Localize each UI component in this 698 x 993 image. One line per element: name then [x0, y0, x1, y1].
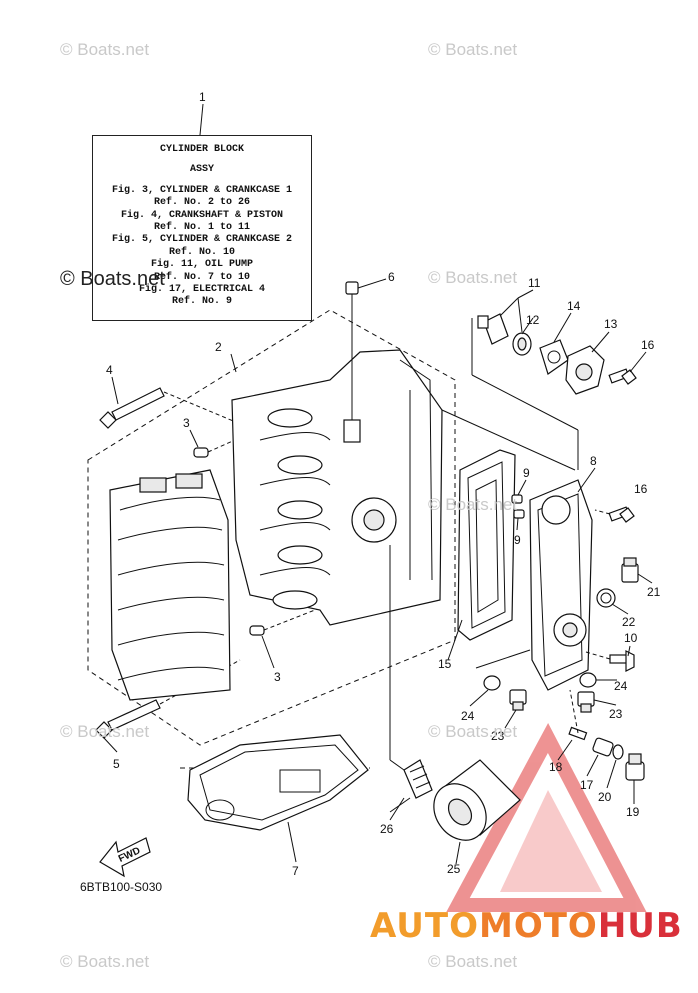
- watermark: © Boats.net: [60, 40, 150, 59]
- part-label: 7: [292, 864, 299, 878]
- bolt-part-16-upper: [608, 368, 637, 385]
- watermark: © Boats.net: [428, 722, 518, 741]
- part-label: 24: [614, 679, 628, 693]
- plug-part-23-right: [577, 691, 595, 713]
- part-label: 13: [604, 317, 618, 331]
- washer-part-24-left: [483, 675, 501, 691]
- part-label: 23: [491, 729, 505, 743]
- relief-valve-part-10: [609, 650, 635, 672]
- legend-line: Ref. No. 1 to 11: [153, 222, 250, 234]
- legend-line: Fig. 11, OIL PUMP: [150, 259, 254, 271]
- part-label: 22: [622, 615, 636, 629]
- gasket-part-15: [457, 449, 516, 641]
- brand-logo-triangle: [446, 723, 647, 912]
- part-label: 1: [199, 90, 206, 104]
- legend-line: Ref. No. 7 to 10: [153, 271, 250, 283]
- part-label: 10: [624, 631, 638, 645]
- dowel-pin-3-lower: [249, 625, 265, 636]
- part-label: 2: [215, 340, 222, 354]
- brand-part-2: MOTO: [478, 906, 598, 946]
- union-part-26: [403, 759, 433, 799]
- part-label: 3: [274, 670, 281, 684]
- dowel-pin-3-upper: [193, 447, 209, 458]
- cover-part-8: [529, 479, 593, 691]
- brand-part-3: HUB: [597, 906, 683, 946]
- part-label: 16: [634, 482, 648, 496]
- legend-line: ASSY: [189, 164, 214, 176]
- pin-part-17: [592, 737, 614, 757]
- legend-line: Fig. 4, CRANKSHAFT & PISTON: [120, 209, 284, 221]
- plug-part-21: [621, 557, 639, 583]
- legend-line: Ref. No. 10: [168, 246, 235, 258]
- dowel-pin-9-lower: [513, 509, 525, 519]
- watermark: © Boats.net: [428, 495, 518, 514]
- part-label: 8: [590, 454, 597, 468]
- brand-part-1: AUTO: [370, 906, 479, 946]
- brand-wordmark: AUTOMOTOHUB: [370, 906, 683, 946]
- part-label: 6: [388, 270, 395, 284]
- part-label: 3: [183, 416, 190, 430]
- watermark: © Boats.net: [428, 40, 518, 59]
- part-label: 18: [549, 760, 563, 774]
- part-label: 14: [567, 299, 581, 313]
- watermark: © Boats.net: [428, 268, 518, 287]
- watermark: © Boats.net: [60, 952, 150, 971]
- o-ring-part-22: [596, 588, 616, 608]
- fwd-arrow-icon: FWD: [99, 837, 151, 878]
- part-label: 24: [461, 709, 475, 723]
- oil-filter-part-25: [433, 759, 521, 841]
- plug-part-19: [625, 753, 645, 781]
- plug-part-6: [345, 281, 359, 420]
- part-label: 5: [113, 757, 120, 771]
- drawing-code: 6BTB100-S030: [80, 880, 163, 894]
- bolt-part-18: [568, 726, 588, 741]
- legend-line: Fig. 5, CYLINDER & CRANKCASE 2: [111, 234, 293, 246]
- part-label: 17: [580, 778, 594, 792]
- part-label: 9: [523, 466, 530, 480]
- part-label: 21: [647, 585, 661, 599]
- part-label: 12: [526, 313, 540, 327]
- washer-part-24-right: [579, 672, 597, 688]
- legend-line: CYLINDER BLOCK: [159, 144, 244, 155]
- dowel-pin-9-upper: [511, 494, 523, 504]
- legend-line: Fig. 3, CYLINDER & CRANKCASE 1: [111, 184, 293, 196]
- o-ring-part-20: [612, 744, 624, 760]
- part-label: 4: [106, 363, 113, 377]
- watermark: © Boats.net: [60, 722, 150, 741]
- watermark: © Boats.net: [428, 952, 518, 971]
- watermark: © Boats.net: [60, 268, 165, 290]
- part-label: 19: [626, 805, 640, 819]
- part-number-labels: 1 2 3 3 4 5 6 7 8 9 9 10 11 12 13 14 15 …: [106, 90, 661, 878]
- part-label: 11: [528, 276, 541, 290]
- plug-part-23-left: [509, 689, 527, 711]
- part-label: 15: [438, 657, 452, 671]
- sender-part-11: [477, 313, 509, 345]
- legend-line: Ref. No. 2 to 26: [153, 197, 250, 209]
- part-label: 16: [641, 338, 655, 352]
- bolt-part-4: [99, 387, 165, 429]
- legend-box: CYLINDER BLOCK ASSY Fig. 3, CYLINDER & C…: [92, 135, 312, 321]
- part-label: 20: [598, 790, 612, 804]
- part-label: 23: [609, 707, 623, 721]
- part-label: 9: [514, 533, 521, 547]
- legend-line: Ref. No. 9: [171, 296, 232, 308]
- legend-line: Fig. 17, ELECTRICAL 4: [138, 284, 266, 296]
- gasket-part-7: [187, 734, 369, 831]
- bolt-part-16-lower: [608, 506, 635, 523]
- crankcase-part-2: [231, 349, 443, 626]
- part-label: 26: [380, 822, 394, 836]
- bolt-part-5: [95, 699, 161, 739]
- part-label: 25: [447, 862, 461, 876]
- gasket-part-14: [539, 339, 569, 375]
- cylinder-block-left: [109, 469, 231, 701]
